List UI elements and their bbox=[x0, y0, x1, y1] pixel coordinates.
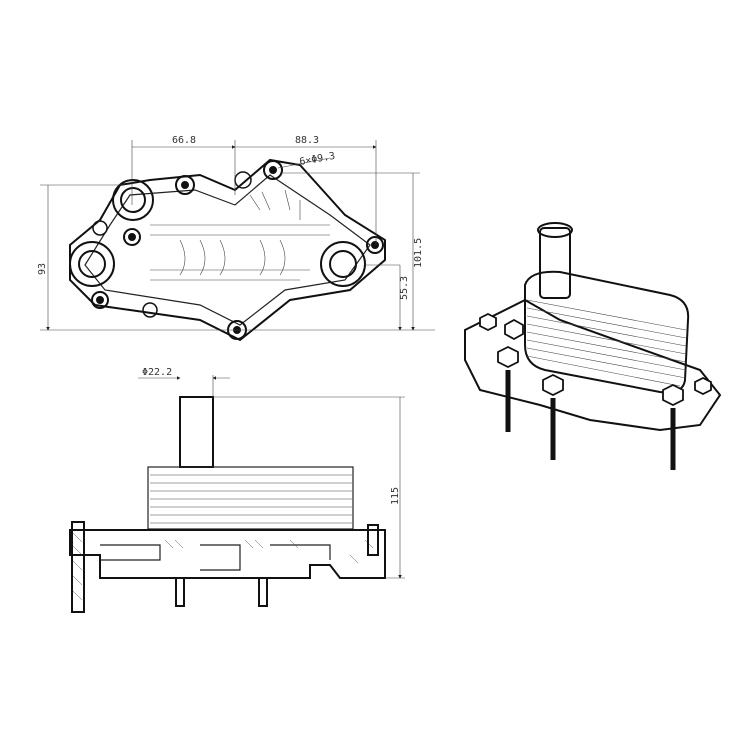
dim-hole-spec: 6×Φ9.3 bbox=[299, 151, 336, 168]
port-right bbox=[320, 241, 366, 287]
dim-115: 115 bbox=[390, 487, 401, 505]
dim-101-5: 101.5 bbox=[413, 238, 424, 268]
isometric-view bbox=[464, 222, 722, 470]
side-view-dimensions: Φ22.2 115 bbox=[138, 367, 405, 579]
dim-93: 93 bbox=[37, 263, 48, 275]
side-view bbox=[69, 396, 386, 613]
top-view bbox=[69, 158, 386, 342]
dim-66-8: 66.8 bbox=[172, 135, 196, 146]
port-left bbox=[69, 241, 115, 287]
dim-55-3: 55.3 bbox=[399, 276, 410, 300]
top-view-dimensions: 66.8 88.3 6×Φ9.3 93 101.5 55.3 bbox=[37, 135, 435, 331]
dim-88-3: 88.3 bbox=[295, 135, 319, 146]
dim-pipe-diameter: Φ22.2 bbox=[142, 367, 172, 378]
port-left-top bbox=[112, 179, 154, 221]
